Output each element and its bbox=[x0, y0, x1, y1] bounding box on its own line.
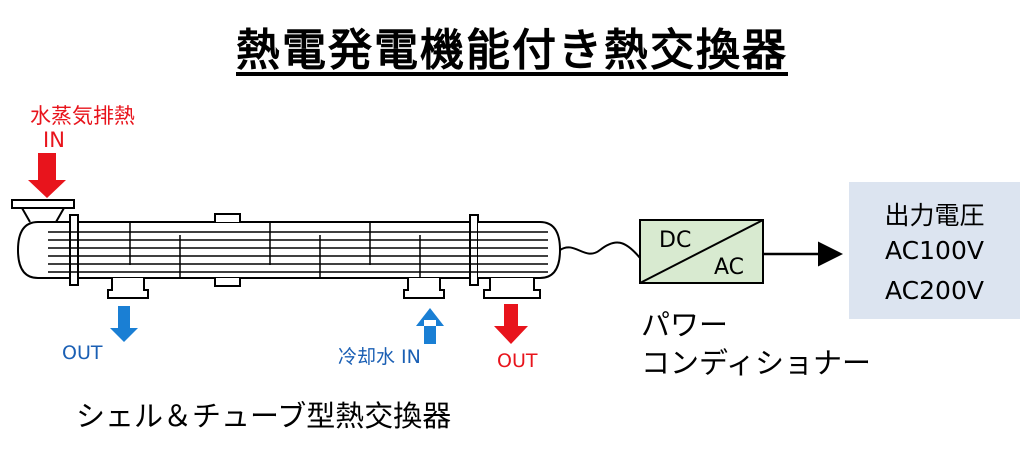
output-voltage-box: 出力電圧 AC100V AC200V bbox=[849, 182, 1020, 319]
cooling-in-label: 冷却水 IN bbox=[338, 346, 421, 368]
cooling-in-arrow-shaft bbox=[424, 326, 436, 344]
output-title: 出力電圧 bbox=[884, 201, 985, 230]
diagram-title: 熱電発電機能付き熱交換器 bbox=[0, 14, 1024, 78]
outlet-nozzle-right bbox=[483, 278, 541, 299]
converter-ac-label: AC bbox=[714, 255, 745, 280]
right-out-arrow bbox=[494, 304, 528, 344]
converter-diagonal bbox=[639, 219, 764, 284]
steam-nozzle-neck bbox=[21, 207, 65, 223]
outlet-nozzle-left bbox=[107, 278, 149, 299]
tube-bundle bbox=[48, 231, 548, 273]
left-out-arrow bbox=[110, 306, 138, 342]
left-end-cap bbox=[16, 221, 70, 279]
output-ac200: AC200V bbox=[885, 276, 984, 305]
cooling-in-arrow bbox=[416, 308, 444, 326]
cable bbox=[559, 241, 641, 259]
heat-exchanger-caption: シェル＆チューブ型熱交換器 bbox=[76, 399, 452, 433]
title-text: 熱電発電機能付き熱交換器 bbox=[236, 25, 788, 76]
converter-dc-label: DC bbox=[659, 228, 692, 253]
converter-label-line1: パワー bbox=[641, 308, 729, 342]
steam-in-arrow bbox=[28, 153, 66, 198]
converter-label-line2: コンディショナー bbox=[641, 346, 871, 380]
baffles bbox=[129, 222, 421, 278]
heat-exchanger bbox=[11, 199, 562, 299]
steam-in-label: IN bbox=[43, 128, 65, 152]
shell-body bbox=[77, 221, 471, 279]
left-tube-sheet bbox=[69, 214, 79, 286]
right-out-label: OUT bbox=[497, 350, 538, 372]
output-ac100: AC100V bbox=[885, 236, 984, 265]
right-tube-sheet bbox=[469, 214, 479, 286]
steam-nozzle-flange bbox=[11, 199, 75, 209]
shell-expansion-joint bbox=[214, 213, 241, 287]
right-end-cap bbox=[478, 221, 562, 279]
power-conditioner bbox=[639, 219, 764, 284]
steam-label: 水蒸気排熱 bbox=[30, 104, 135, 128]
left-out-label: OUT bbox=[62, 342, 103, 364]
cooling-inlet-nozzle bbox=[403, 278, 445, 299]
